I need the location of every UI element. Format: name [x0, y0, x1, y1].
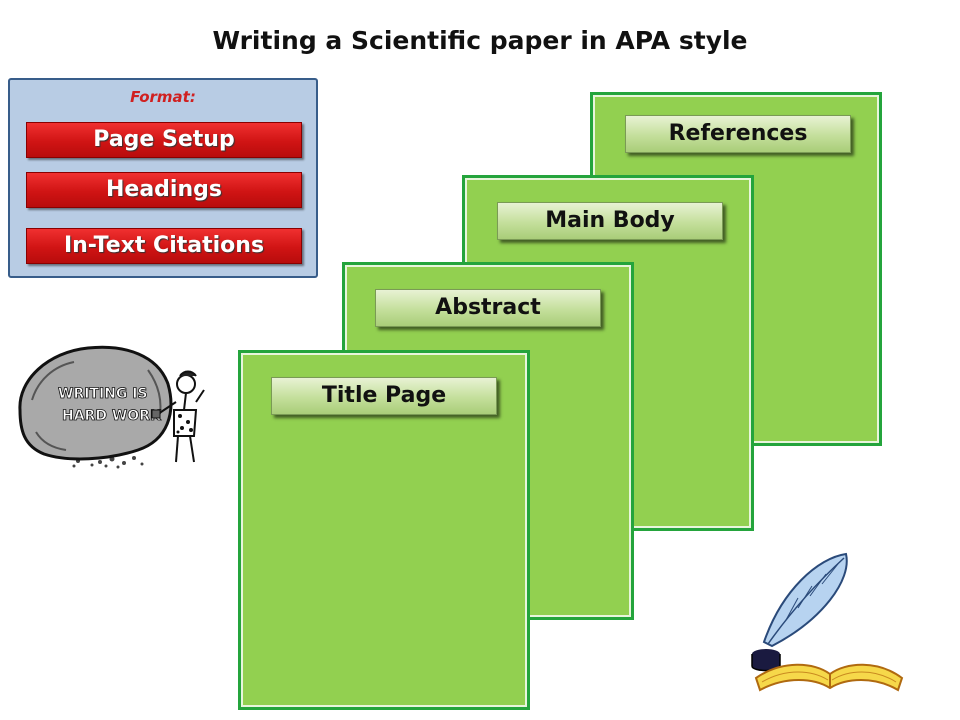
references-button[interactable]: References [625, 115, 851, 153]
format-panel: Format: Page Setup Headings In-Text Cita… [8, 78, 318, 278]
format-label: Format: [130, 88, 196, 106]
quill-inkwell-book-icon [751, 552, 904, 692]
svg-text:HARD WORK: HARD WORK [62, 408, 162, 424]
abstract-button[interactable]: Abstract [375, 289, 601, 327]
in-text-citations-button[interactable]: In-Text Citations [26, 228, 302, 264]
main-body-button[interactable]: Main Body [497, 202, 723, 240]
page-setup-button[interactable]: Page Setup [26, 122, 302, 158]
headings-button[interactable]: Headings [26, 172, 302, 208]
title-page-page: Title Page [238, 350, 530, 710]
slide-title: Writing a Scientific paper in APA style [212, 26, 748, 55]
caveman-carving-rock-icon: WRITING IS HARD WORK [18, 345, 205, 469]
title-page-button[interactable]: Title Page [271, 377, 497, 415]
svg-text:WRITING IS: WRITING IS [58, 386, 148, 402]
